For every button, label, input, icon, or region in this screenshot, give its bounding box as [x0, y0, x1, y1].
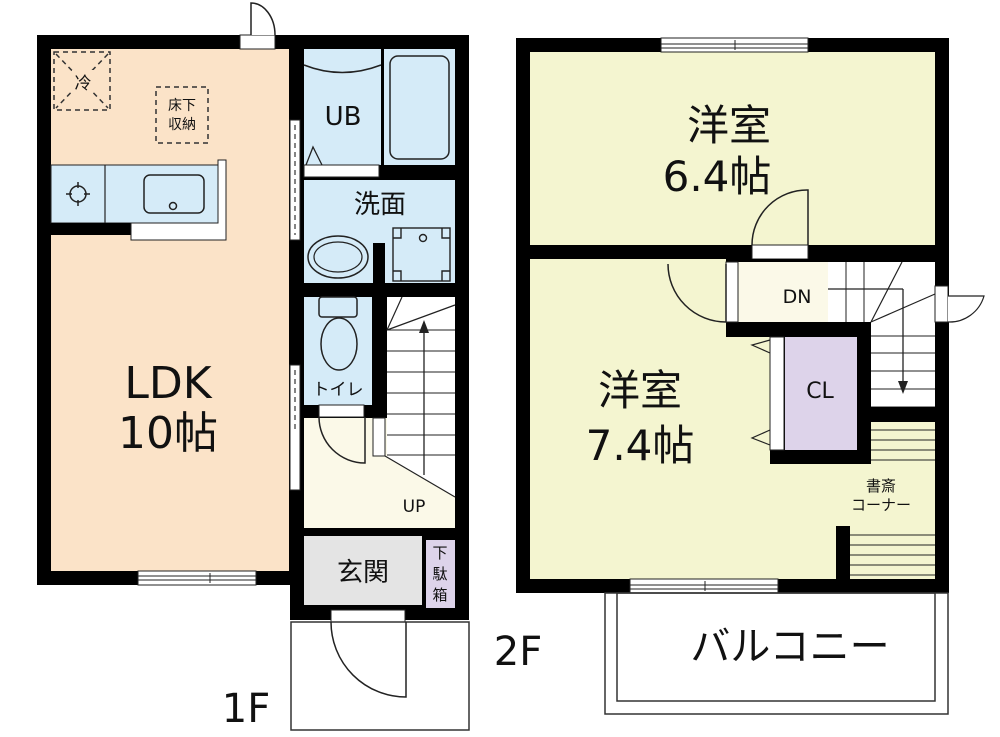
western-room-1-label: 洋室: [687, 101, 771, 150]
shoe-cabinet: [426, 540, 455, 608]
western-room-2-size: 7.4帖: [586, 421, 695, 470]
sink-icon: [143, 174, 205, 214]
closet: [785, 337, 857, 450]
western-room-1: [530, 52, 935, 245]
study-label-1: 書斎: [866, 477, 896, 495]
back-door[interactable]: [250, 2, 276, 36]
balcony-label: バルコニー: [690, 624, 889, 670]
underfloor-label-2: 収納: [168, 117, 196, 133]
bathtub-icon: [389, 55, 450, 160]
ldk-window[interactable]: [137, 570, 257, 586]
toilet-door-swing[interactable]: [318, 416, 366, 464]
balcony-window[interactable]: [629, 578, 779, 594]
western-room-2-label: 洋室: [598, 366, 682, 415]
floor-2: 洋室 6.4帖 洋室 7.4帖 DN: [494, 37, 985, 715]
ub-room: [304, 49, 381, 165]
closet-door[interactable]: [769, 336, 785, 451]
entrance-porch: [290, 621, 470, 731]
genkan: [304, 536, 422, 605]
ub-label: UB: [325, 102, 362, 132]
side-door[interactable]: [947, 295, 985, 323]
ldk-label: LDK: [124, 358, 212, 409]
up-arrow-icon: [419, 320, 429, 333]
getabako-label-1: 下: [432, 544, 447, 562]
stairs-1f[interactable]: [384, 296, 456, 525]
landing-door[interactable]: [667, 263, 727, 323]
western-room-1-size: 6.4帖: [663, 152, 772, 201]
stair-landing: [738, 262, 828, 322]
ldk-room: [51, 49, 289, 571]
study-label-2: コーナー: [851, 496, 911, 514]
washbasin-icon: [307, 235, 369, 279]
stove-icon: [66, 182, 90, 206]
stairs-up-label: UP: [403, 497, 426, 517]
toilet-label: トイレ: [313, 380, 364, 400]
ldk-size: 10帖: [118, 408, 218, 459]
western-room-1-door[interactable]: [751, 189, 809, 246]
entrance-door[interactable]: [330, 621, 407, 698]
floor2-label: 2F: [494, 629, 542, 675]
underfloor-label-1: 床下: [168, 98, 196, 114]
kitchen-counter: [50, 164, 227, 224]
western-room-1-window[interactable]: [660, 37, 809, 53]
stairs-2f[interactable]: [828, 261, 936, 408]
genkan-label: 玄関: [337, 558, 389, 588]
ub-door[interactable]: [303, 164, 380, 178]
down-arrow-icon: [898, 381, 908, 394]
getabako-label-2: 駄: [432, 565, 447, 583]
closet-label: CL: [806, 379, 834, 404]
washroom-label: 洗面: [354, 190, 406, 220]
getabako-label-3: 箱: [432, 586, 447, 604]
fridge-label: 冷: [75, 74, 92, 94]
study-corner: [836, 407, 935, 582]
washing-machine-icon: [392, 227, 451, 282]
toilet-icon: [318, 296, 358, 371]
stairs-dn-label: DN: [783, 286, 812, 308]
floor1-label: 1F: [222, 686, 270, 732]
floor-1: 冷 床下 収納 LDK 10帖 UB 洗面: [37, 2, 470, 732]
